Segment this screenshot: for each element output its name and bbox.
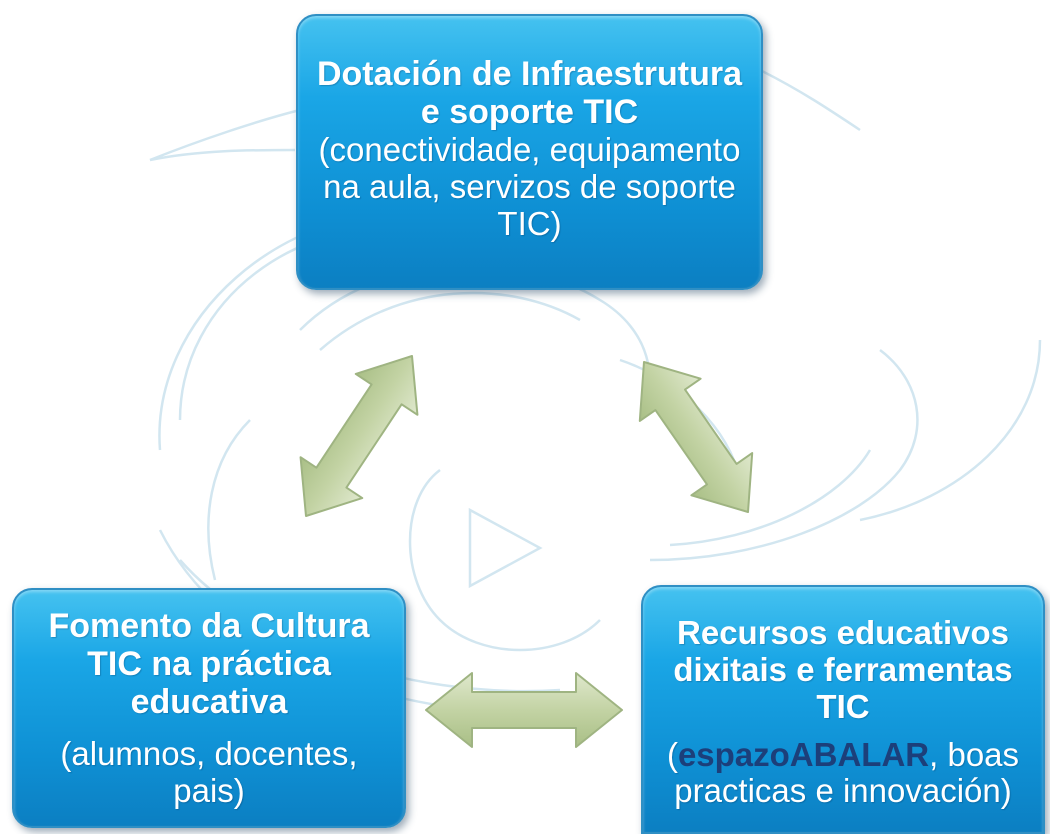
resources-title: Recursos educativos dixitais e ferrament… [673,614,1013,725]
infrastructure-detail: (conectividade, equipamento na aula, ser… [318,130,741,242]
infrastructure-box: Dotación de Infraestrutura e soporte TIC… [296,14,763,290]
connector-arrows [299,355,754,748]
espazoabalar-brand: espazoABALAR [677,736,930,773]
arrow-top-right [638,361,754,513]
resources-detail: (espazoABALAR, boas practicas e innovaci… [651,737,1035,809]
culture-box: Fomento da Cultura TIC na práctica educa… [12,588,406,828]
arrow-top-left [299,355,419,517]
culture-title: Fomento da Cultura TIC na práctica educa… [48,607,370,721]
resources-box: Recursos educativos dixitais e ferrament… [641,585,1045,834]
arrow-left-right [425,672,623,748]
resources-detail-rest: , boas practicas e innovación) [674,736,1020,809]
resources-detail-open: ( [666,736,678,773]
infrastructure-title: Dotación de Infraestrutura e soporte TIC [316,54,743,131]
culture-detail: (alumnos, docentes, pais) [60,735,358,809]
